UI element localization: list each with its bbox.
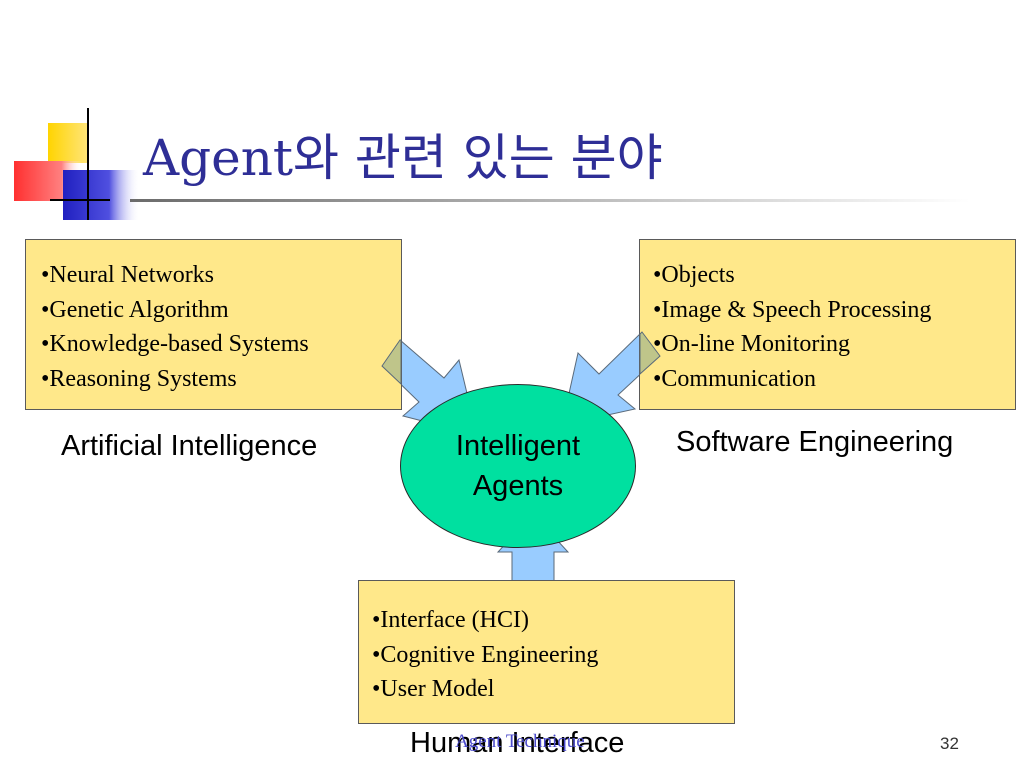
ai-caption: Artificial Intelligence [61,430,318,462]
se-caption: Software Engineering [676,426,954,458]
slide-title: Agent와 관련 있는 분야 [143,129,663,187]
footer-text: Agent Technique [455,731,585,752]
center-line-1: Intelligent [455,430,581,462]
list-item: On-line Monitoring [653,327,1015,362]
ai-topics-box: Neural Networks Genetic Algorithm Knowle… [25,239,402,410]
slide-logo-decoration [14,108,140,220]
list-item: Reasoning Systems [41,362,401,397]
intelligent-agents-ellipse [400,384,636,548]
hi-caption: Human Interface [410,727,625,759]
list-item: Knowledge-based Systems [41,327,401,362]
hi-topics-box: Interface (HCI) Cognitive Engineering Us… [358,580,735,724]
list-item: Interface (HCI) [372,603,734,638]
page-number: 32 [940,734,959,753]
se-topics-box: Objects Image & Speech Processing On-lin… [639,239,1016,410]
center-line-2: Agents [472,470,564,502]
list-item: Neural Networks [41,258,401,293]
list-item: Cognitive Engineering [372,638,734,673]
list-item: Image & Speech Processing [653,293,1015,328]
list-item: Objects [653,258,1015,293]
list-item: User Model [372,672,734,707]
list-item: Communication [653,362,1015,397]
list-item: Genetic Algorithm [41,293,401,328]
title-underline [130,199,970,202]
intelligent-agents-label: Intelligent Agents [400,426,636,506]
